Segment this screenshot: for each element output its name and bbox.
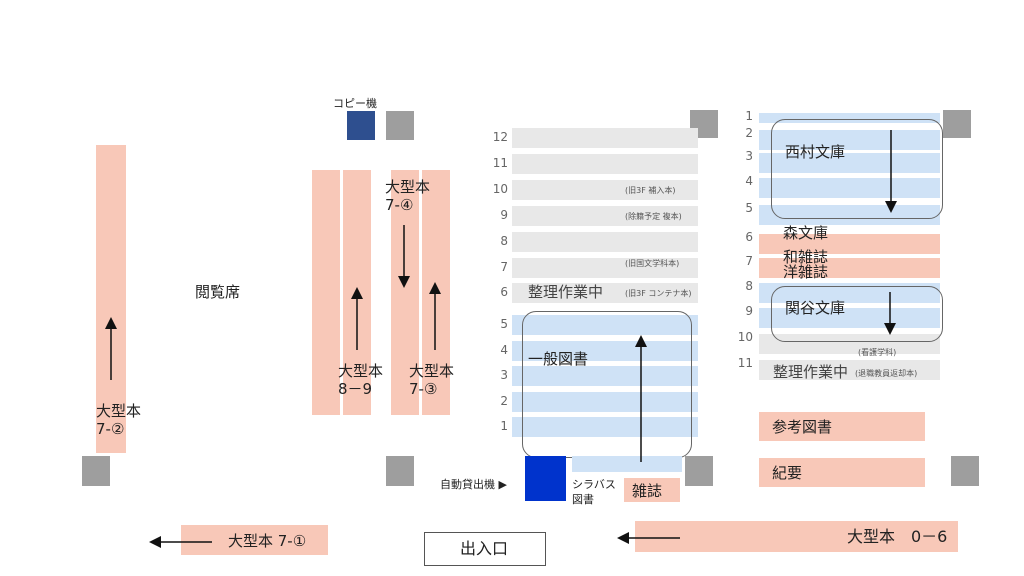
pillar (386, 456, 414, 486)
pillar (82, 456, 110, 486)
bulletin-shelf (759, 458, 925, 487)
right-shelf-number: 1 (745, 109, 753, 123)
middle-shelf-number: 1 (500, 419, 508, 433)
right-shelf-1 (759, 113, 940, 123)
entrance (424, 532, 546, 566)
wa-zasshi-label: 和雑誌 (783, 248, 829, 266)
right-shelf-number: 10 (737, 330, 753, 344)
label-large-7-4: 大型本 7-④ (385, 178, 431, 214)
self-checkout-label: 自動貸出機 ▶ (440, 476, 507, 492)
middle-shelf-6 (512, 283, 698, 303)
yo-zasshi-label: 洋雑誌 (783, 263, 829, 281)
middle-shelf-number: 7 (500, 260, 508, 274)
right-shelf-number: 5 (745, 201, 753, 215)
note-shelf-9: (除籍予定 複本) (625, 212, 682, 221)
sekiya-zone (771, 286, 943, 342)
large-book-shelf-7-1 (181, 525, 328, 555)
bulletin-label: 紀要 (772, 464, 803, 482)
middle-shelf-9 (512, 206, 698, 226)
right-shelf-4 (759, 178, 940, 198)
middle-shelf-10 (512, 180, 698, 200)
middle-shelf-number: 3 (500, 368, 508, 382)
seiri-label-a: 整理作業中 (528, 283, 604, 301)
right-shelf-11 (759, 360, 940, 380)
self-checkout-machine (525, 456, 566, 501)
middle-shelf-number: 5 (500, 317, 508, 331)
label-large-7-3: 大型本 7-③ (409, 362, 455, 398)
middle-shelf-1 (512, 417, 698, 437)
middle-shelf-4 (512, 341, 698, 361)
middle-shelf-number: 12 (492, 130, 508, 144)
seiri-label-b: 整理作業中 (773, 363, 849, 381)
middle-shelf-3 (512, 366, 698, 386)
right-shelf-8 (759, 283, 940, 303)
middle-shelf-number: 11 (492, 156, 508, 170)
label-large-7-2: 大型本 7-② (96, 402, 142, 438)
nishimura-label: 西村文庫 (785, 143, 846, 161)
seiri-note-b: (退職教員返却本) (855, 369, 918, 378)
right-shelf-number: 2 (745, 126, 753, 140)
syllabus-shelf (572, 456, 682, 472)
right-shelf-number: 4 (745, 174, 753, 188)
large-book-shelf-7-4 (391, 170, 419, 415)
right-shelf-number: 11 (737, 356, 753, 370)
right-shelf-number: 8 (745, 279, 753, 293)
pillar (685, 456, 713, 486)
middle-shelf-number: 10 (492, 182, 508, 196)
middle-shelf-7 (512, 258, 698, 278)
note-shelf-7: (旧国文学科本) (625, 259, 680, 268)
right-shelf-6 (759, 234, 940, 254)
right-shelf-number: 9 (745, 304, 753, 318)
copy-machine-label: コピー機 (333, 97, 377, 110)
pillar (943, 110, 971, 138)
nishimura-zone (771, 119, 943, 219)
seiri-note-a: (旧3F コンテナ本) (625, 289, 692, 298)
note-shelf-10: (旧3F 補入本) (625, 186, 676, 195)
magazine-label: 雑誌 (632, 482, 663, 500)
middle-shelf-2 (512, 392, 698, 412)
general-books-label: 一般図書 (528, 350, 589, 368)
right-shelf-number: 6 (745, 230, 753, 244)
middle-shelf-number: 9 (500, 208, 508, 222)
middle-shelf-8 (512, 232, 698, 252)
copy-machine (347, 111, 375, 140)
reading-seats-label: 閲覧席 (195, 283, 241, 301)
middle-shelf-number: 8 (500, 234, 508, 248)
pillar (386, 111, 414, 140)
entrance-label: 出入口 (460, 539, 509, 558)
middle-shelf-number: 6 (500, 285, 508, 299)
large-book-shelf-0-6 (635, 521, 958, 552)
middle-shelf-11 (512, 154, 698, 174)
middle-shelf-number: 2 (500, 394, 508, 408)
mori-label: 森文庫 (783, 224, 829, 242)
triangle-icon: ▶ (495, 478, 507, 491)
syllabus-label: シラバス 図書 (572, 478, 616, 506)
middle-shelf-5 (512, 315, 698, 335)
right-shelf-number: 3 (745, 149, 753, 163)
self-checkout-text: 自動貸出機 (440, 478, 495, 491)
right-shelf-3 (759, 153, 940, 173)
note-right-10: (看護学科) (858, 348, 897, 357)
middle-shelf-12 (512, 128, 698, 148)
label-large-8-9: 大型本 8－9 (338, 362, 384, 398)
magazine-shelf (624, 478, 680, 502)
right-shelf-10 (759, 334, 940, 354)
right-shelf-2 (759, 130, 940, 150)
middle-shelf-number: 4 (500, 343, 508, 357)
label-large-7-1: 大型本 7-① (228, 532, 307, 550)
sekiya-label: 関谷文庫 (785, 299, 846, 317)
pillar (951, 456, 979, 486)
large-book-shelf-7-2 (96, 145, 126, 453)
right-shelf-7 (759, 258, 940, 278)
label-large-0-6: 大型本 0－6 (847, 527, 948, 546)
reference-shelf (759, 412, 925, 441)
reference-label: 参考図書 (772, 418, 833, 436)
right-shelf-number: 7 (745, 254, 753, 268)
large-book-shelf-8-9a (312, 170, 340, 415)
